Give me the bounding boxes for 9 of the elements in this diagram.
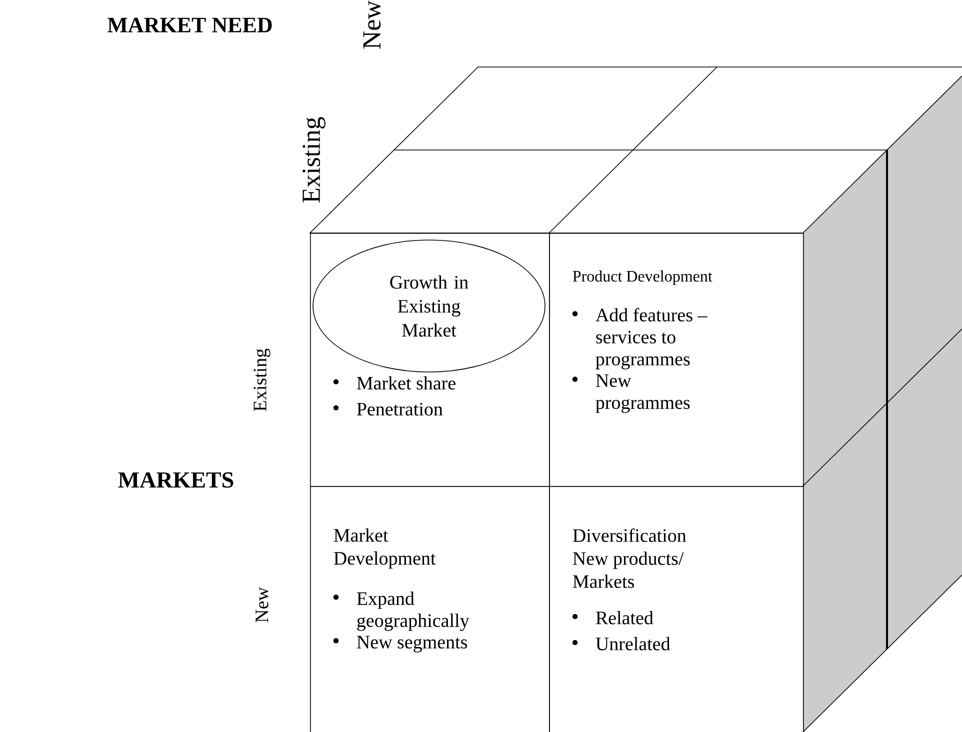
quadrant-box: Diversification New products/ Markets Related Unrelated — [549, 486, 804, 732]
axis-title: MARKET NEED — [108, 18, 272, 32]
axis-title: MARKETS — [118, 472, 234, 488]
axis-label: New — [363, 0, 381, 49]
axis-label: New — [256, 587, 268, 622]
axis-label: Existing — [254, 348, 270, 412]
axis-label: Existing — [302, 117, 326, 203]
quadrant-box: Market Development Expand geographically New segments — [310, 486, 550, 732]
quadrant-box: Product Development Add features – services to programmes New programmes — [549, 233, 804, 487]
